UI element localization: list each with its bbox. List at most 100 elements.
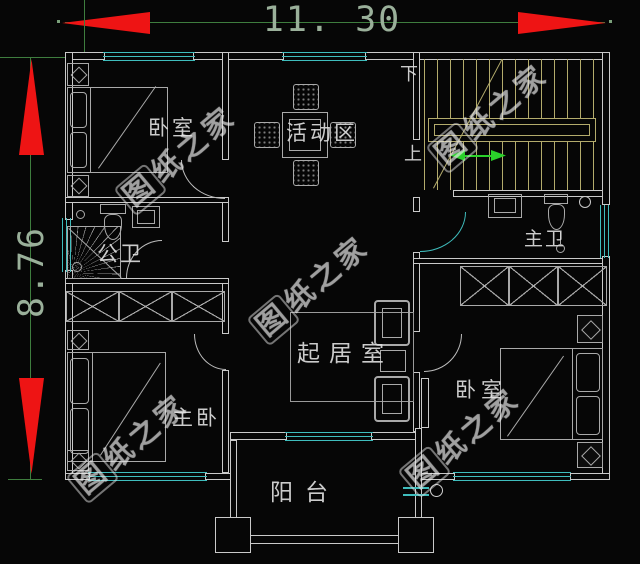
nightstand [67, 175, 89, 197]
stairs-up-label: 上 [404, 144, 422, 164]
elevation-marker-circle-icon [430, 484, 443, 497]
bed-pillow-divider [92, 353, 93, 461]
toilet-tank [544, 194, 568, 204]
bed-pillow [70, 408, 89, 454]
stair-arrow-line [464, 155, 492, 157]
stair-handrail-inner [434, 124, 590, 136]
armchair [374, 300, 410, 346]
chair-left [254, 122, 280, 148]
nightstand [67, 330, 89, 350]
wall-interior-v1-b [222, 197, 229, 242]
wall-stairs-bottom [453, 190, 603, 197]
window-top-bedroom [103, 52, 195, 61]
window-balcony-door [285, 432, 373, 441]
bed-pillow [70, 132, 87, 168]
window-bottom-masterbed [88, 472, 207, 481]
dimension-arrow-right-icon [518, 12, 606, 34]
activity-table [282, 112, 328, 158]
activity-table-inner [289, 119, 321, 151]
wardrobe-cell [172, 291, 225, 322]
dimension-ext-top-v [84, 0, 85, 58]
toilet-tank [100, 204, 126, 214]
wall-pilaster-bedroom [421, 378, 429, 428]
balcony-railing [251, 535, 398, 544]
bed-pillow [576, 353, 600, 392]
wall-interior-v2-a [413, 197, 420, 212]
sink [488, 194, 522, 218]
wall-interior-v2-b [413, 252, 420, 332]
wardrobe-cell [119, 291, 172, 322]
wardrobe-cell [460, 266, 509, 306]
room-label-bedroom-tl: 卧室 [148, 117, 196, 140]
wardrobe-cell [558, 266, 607, 306]
armchair [374, 376, 410, 422]
bed-pillow-divider [572, 349, 573, 439]
door-arc-master-bedroom [194, 334, 226, 370]
wall-stairs-left [413, 52, 420, 140]
door-arc-master-bath [420, 212, 466, 252]
shower-drain-icon [72, 262, 82, 272]
dimension-arrow-left-icon [62, 12, 150, 34]
stairs-down-label: 下 [400, 64, 418, 84]
dimension-line-left [30, 57, 31, 480]
dimension-line-top [65, 22, 605, 23]
stair-arrow-left-icon [450, 150, 465, 161]
balcony-column-left [215, 517, 251, 553]
bed-top-left [67, 87, 168, 173]
dimension-ext-top-h [0, 57, 88, 58]
watermark-rest: 纸之家 [278, 230, 376, 319]
bed-master [67, 352, 166, 462]
dimension-height-text: 8.76 [12, 225, 52, 319]
bed-bottom-right [500, 348, 603, 440]
nightstand [577, 315, 603, 343]
dimension-ext-bottom [8, 479, 42, 480]
wall-bedroomtl-bath [65, 197, 229, 203]
room-label-master-bedroom: 主卧 [172, 407, 220, 430]
room-label-bedroom-br: 卧室 [455, 379, 507, 402]
stair-handrail [428, 118, 596, 142]
balcony-column-right [398, 517, 434, 553]
chair-bottom [293, 160, 319, 186]
wall-interior-v2-c [413, 372, 420, 432]
bed-pillow-divider [90, 88, 91, 172]
floor-drain-icon [76, 210, 85, 219]
bed-pillow [70, 92, 87, 128]
wardrobe-cell [66, 291, 119, 322]
window-top-activity [282, 52, 367, 61]
chair-right [330, 122, 356, 148]
room-label-master-bath: 主卫 [524, 229, 567, 250]
sink-basin [494, 198, 516, 213]
window-bottom-bedroom [453, 472, 571, 481]
chair-top [293, 84, 319, 110]
wall-right-1 [602, 52, 610, 205]
wall-interior-v1-a [222, 52, 229, 160]
room-label-public-bath: 公卫 [97, 243, 143, 266]
dimension-tip-dot-right [609, 20, 612, 23]
toilet-bowl [548, 204, 565, 230]
dimension-arrow-up-icon [19, 59, 44, 155]
wall-interior-v1-d [222, 370, 229, 473]
sink-basin [137, 210, 155, 224]
shower-drain-icon [556, 244, 565, 253]
wall-masterbath-bottom [413, 258, 603, 264]
dimension-tip-dot-left [57, 20, 60, 23]
wall-bottom-right-2 [570, 473, 610, 480]
wardrobe-cell [509, 266, 558, 306]
nightstand [67, 63, 89, 86]
bed-pillow [576, 396, 600, 435]
toilet-bowl [104, 214, 122, 240]
wall-top-2 [193, 52, 284, 60]
elevation-marker-dash [403, 487, 429, 489]
nightstand [67, 450, 89, 471]
dimension-arrow-down-icon [19, 378, 44, 474]
floor-drain-icon [579, 196, 591, 208]
room-label-balcony: 阳台 [270, 479, 340, 505]
dimension-width-text: 11. 30 [262, 0, 402, 40]
nightstand [577, 442, 603, 468]
sofa-side-table [380, 350, 406, 372]
stair-arrow-right-icon [491, 150, 506, 161]
wall-living-south-1 [230, 432, 287, 440]
room-label-living: 起居室 [297, 340, 393, 366]
wall-bath-bottom [65, 278, 229, 284]
